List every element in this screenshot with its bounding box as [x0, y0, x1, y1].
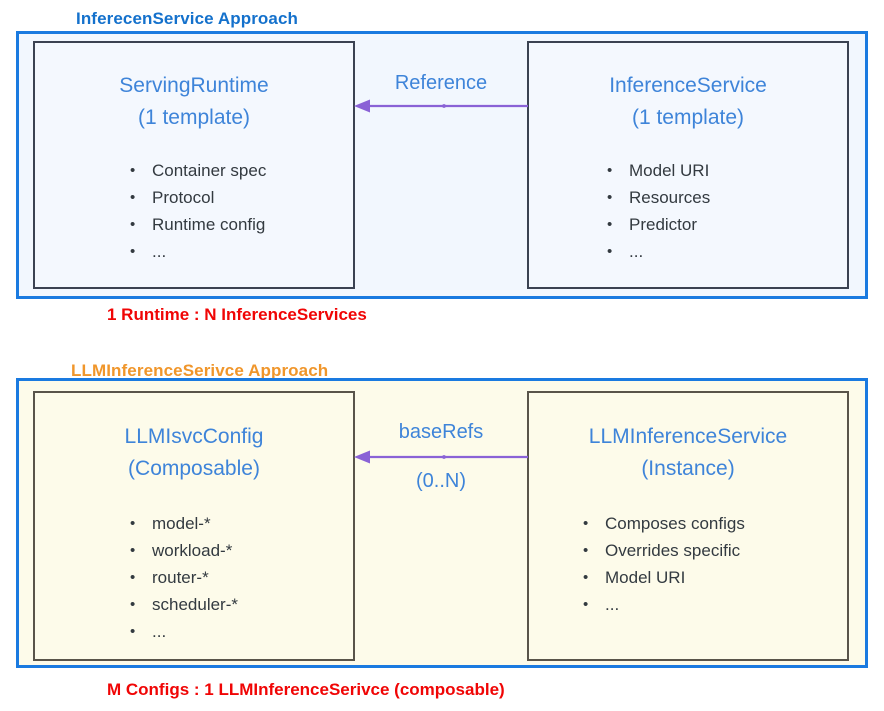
- inference-service-box: InferenceService (1 template) Model URI …: [527, 41, 849, 289]
- top-section-title: InferecenService Approach: [76, 9, 299, 28]
- serving-runtime-bullets: Container spec Protocol Runtime config .…: [130, 157, 266, 265]
- bottom-baserefs-arrow-group: baseRefs (0..N): [352, 421, 530, 492]
- inference-service-title-line2: (1 template): [631, 105, 745, 129]
- llmisvcconfig-title: LLMIsvcConfig (Composable): [125, 421, 264, 484]
- reference-arrow-label: Reference: [394, 72, 488, 94]
- serving-runtime-title-line2: (1 template): [137, 105, 251, 129]
- list-item: Composes configs: [583, 510, 745, 537]
- serving-runtime-title: ServingRuntime (1 template): [119, 70, 268, 133]
- list-item: ...: [607, 238, 710, 265]
- llminferenceservice-title: LLMInferenceService (Instance): [589, 421, 787, 484]
- list-item: router-*: [130, 564, 238, 591]
- llminferenceservice-bullets: Composes configs Overrides specific Mode…: [583, 510, 745, 618]
- reference-arrow-icon: [354, 99, 528, 113]
- llmisvcconfig-title-line2: (Composable): [128, 456, 260, 480]
- bottom-section-title: LLMInferenceSerivce Approach: [71, 361, 329, 380]
- llminferenceservice-title-line1: LLMInferenceService: [588, 425, 788, 448]
- list-item: ...: [583, 591, 745, 618]
- top-reference-arrow-group: Reference: [352, 72, 530, 124]
- serving-runtime-box: ServingRuntime (1 template) Container sp…: [33, 41, 355, 289]
- llmisvcconfig-box: LLMIsvcConfig (Composable) model-* workl…: [33, 391, 355, 661]
- baserefs-arrow-cardinality: (0..N): [416, 470, 466, 492]
- list-item: Container spec: [130, 157, 266, 184]
- baserefs-arrow-icon: [354, 450, 528, 464]
- list-item: workload-*: [130, 537, 238, 564]
- list-item: ...: [130, 238, 266, 265]
- top-section-caption: 1 Runtime : N InferenceServices: [107, 305, 367, 324]
- list-item: Overrides specific: [583, 537, 745, 564]
- llminferenceservice-box: LLMInferenceService (Instance) Composes …: [527, 391, 849, 661]
- list-item: Model URI: [583, 564, 745, 591]
- serving-runtime-title-line1: ServingRuntime: [119, 74, 269, 97]
- llmisvcconfig-bullets: model-* workload-* router-* scheduler-* …: [130, 510, 238, 645]
- llmisvcconfig-title-line1: LLMIsvcConfig: [124, 425, 264, 448]
- list-item: Resources: [607, 184, 710, 211]
- list-item: model-*: [130, 510, 238, 537]
- inference-service-bullets: Model URI Resources Predictor ...: [607, 157, 710, 265]
- baserefs-arrow-label: baseRefs: [398, 421, 484, 443]
- bottom-section-caption: M Configs : 1 LLMInferenceSerivce (compo…: [107, 680, 505, 699]
- list-item: Runtime config: [130, 211, 266, 238]
- list-item: Protocol: [130, 184, 266, 211]
- inference-service-title-line1: InferenceService: [609, 74, 767, 97]
- llminferenceservice-title-line2: (Instance): [641, 456, 735, 480]
- list-item: Predictor: [607, 211, 710, 238]
- list-item: ...: [130, 618, 238, 645]
- inference-service-title: InferenceService (1 template): [609, 70, 767, 133]
- list-item: Model URI: [607, 157, 710, 184]
- list-item: scheduler-*: [130, 591, 238, 618]
